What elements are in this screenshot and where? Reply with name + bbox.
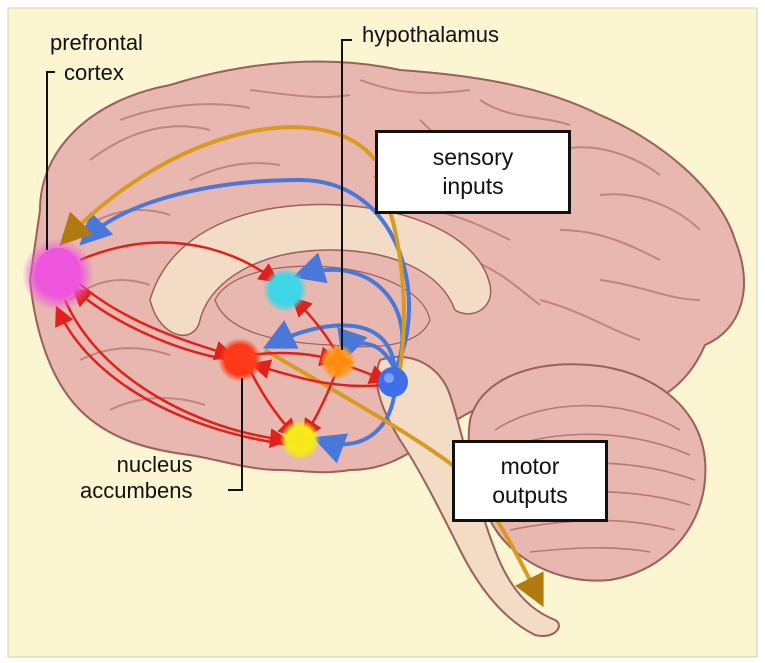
hypothalamus-node xyxy=(320,344,356,380)
prefrontal-label-line1: prefrontal xyxy=(50,30,143,55)
accumbens-label-line1: nucleus xyxy=(96,452,193,478)
cortex-label: cortex xyxy=(64,60,124,86)
prefrontal-cortex-label: prefrontal xyxy=(50,30,143,56)
nucleus-accumbens-label: nucleus accumbens xyxy=(96,452,193,504)
accumbens-label-line2: accumbens xyxy=(80,478,193,504)
sensory-inputs-box: sensory inputs xyxy=(375,130,571,214)
nucleus-accumbens-node xyxy=(218,338,262,382)
prefrontal-label-line2: cortex xyxy=(64,60,124,85)
hippocampus-node xyxy=(263,268,307,312)
hypothalamus-label: hypothalamus xyxy=(362,22,499,48)
midbrain-node xyxy=(378,367,408,397)
prefrontal-node xyxy=(22,239,94,311)
motor-outputs-line1: motor xyxy=(501,452,560,481)
sensory-inputs-line2: inputs xyxy=(442,172,503,201)
lower-node xyxy=(280,420,320,460)
sensory-inputs-line1: sensory xyxy=(433,143,514,172)
motor-outputs-line2: outputs xyxy=(492,481,567,510)
motor-outputs-box: motor outputs xyxy=(452,440,608,522)
